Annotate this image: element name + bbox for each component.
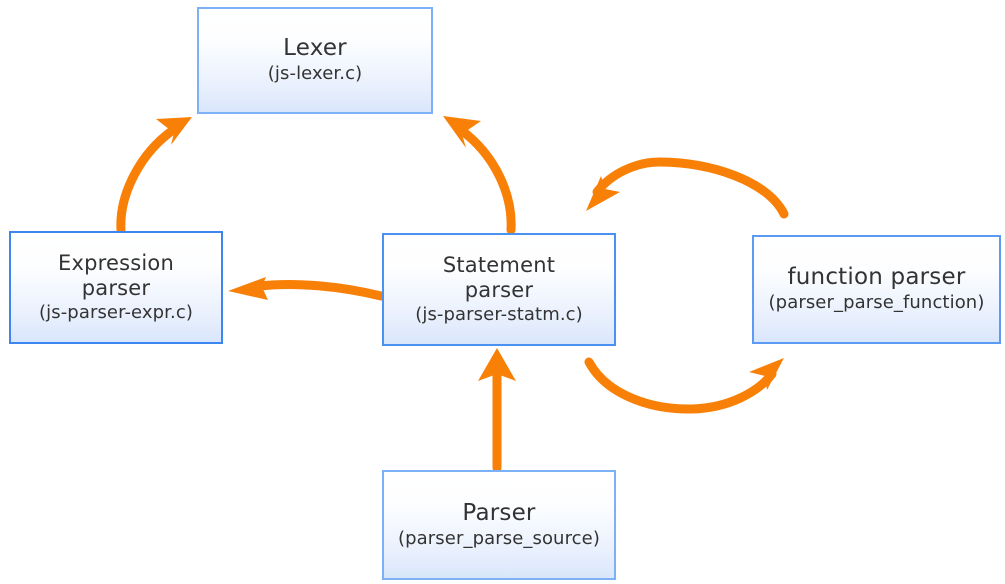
node-function-parser-title: function parser — [787, 264, 966, 290]
node-lexer-subtitle: (js-lexer.c) — [267, 63, 363, 84]
node-statement-parser-title-line1: Statement — [442, 252, 556, 277]
node-expression-parser-subtitle: (js-parser-expr.c) — [39, 301, 193, 323]
edge-parser-to-statement-parser — [478, 348, 516, 473]
node-lexer-title: Lexer — [283, 35, 347, 61]
edge-statement-parser-to-expression-parser — [228, 277, 386, 301]
node-statement-parser-subtitle: (js-parser-statm.c) — [415, 303, 583, 325]
edge-expression-parser-to-lexer — [116, 117, 192, 235]
node-statement-parser-title-line2: parser — [464, 277, 534, 302]
node-statement-parser[interactable]: Statement parser (js-parser-statm.c) — [382, 233, 616, 346]
node-expression-parser[interactable]: Expression parser (js-parser-expr.c) — [9, 231, 223, 344]
edge-statement-parser-to-lexer — [443, 116, 516, 235]
node-function-parser-subtitle: (parser_parse_function) — [768, 292, 985, 313]
edge-statement-parser-to-function-parser — [584, 357, 784, 414]
node-parser[interactable]: Parser (parser_parse_source) — [382, 470, 616, 580]
edge-function-parser-to-statement-parser — [586, 157, 789, 219]
node-lexer[interactable]: Lexer (js-lexer.c) — [197, 7, 433, 114]
node-expression-parser-title-line1: Expression — [58, 250, 174, 275]
node-expression-parser-title-line2: parser — [81, 275, 151, 300]
node-parser-subtitle: (parser_parse_source) — [398, 527, 600, 549]
node-parser-title: Parser — [462, 499, 536, 526]
node-function-parser[interactable]: function parser (parser_parse_function) — [752, 235, 1001, 344]
